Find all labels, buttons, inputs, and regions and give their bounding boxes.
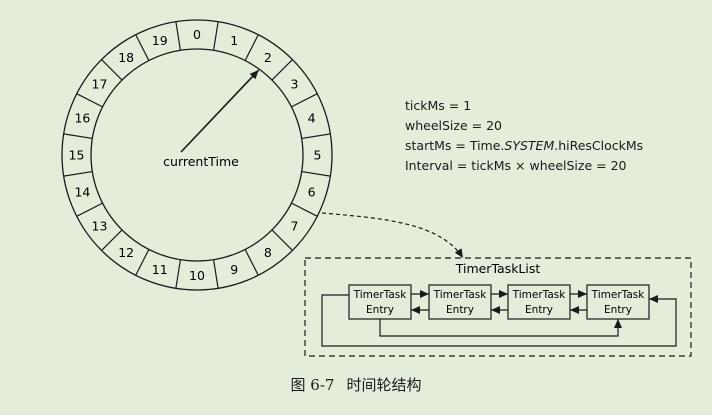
slot-label-5: 5	[314, 148, 322, 163]
slot-label-15: 15	[69, 148, 85, 163]
param-start-ms-suffix: .hiResClockMs	[554, 138, 644, 153]
task-entries: TimerTaskEntryTimerTaskEntryTimerTaskEnt…	[348, 284, 650, 320]
wrap-prev-arrow	[321, 294, 677, 347]
slot-divider	[101, 229, 123, 251]
slot-divider	[63, 170, 93, 177]
slot-label-19: 19	[152, 33, 168, 48]
wrap-next-arrow	[379, 319, 622, 337]
entry-label: Entry	[525, 304, 553, 316]
slot-divider	[291, 202, 318, 217]
slot-divider	[63, 133, 93, 140]
slot-label-16: 16	[74, 110, 90, 125]
timer-task-list: TimerTaskList TimerTaskEntryTimerTaskEnt…	[304, 257, 692, 357]
figure-title: 时间轮结构	[346, 376, 422, 394]
entry-label: TimerTask	[433, 289, 488, 301]
slot-label-12: 12	[118, 245, 134, 260]
slot-label-7: 7	[291, 218, 299, 233]
slot-dividers	[63, 21, 331, 289]
entry-label: Entry	[366, 304, 394, 316]
current-time-pointer	[180, 69, 260, 153]
entry-label: TimerTask	[512, 289, 567, 301]
slot-to-list-arrow	[321, 212, 464, 259]
entry-box	[428, 284, 492, 320]
slot-divider	[76, 202, 103, 217]
param-start-ms-system: SYSTEM	[504, 138, 555, 153]
slot-divider	[76, 93, 103, 108]
slot-label-13: 13	[92, 218, 108, 233]
param-tick-ms: tickMs = 1	[405, 98, 472, 113]
param-interval: Interval = tickMs × wheelSize = 20	[405, 158, 627, 173]
slot-divider	[101, 59, 123, 81]
entry-label: TimerTask	[353, 289, 408, 301]
slot-label-17: 17	[92, 77, 108, 92]
entry-label: Entry	[604, 304, 632, 316]
slot-divider	[271, 59, 293, 81]
slot-divider	[291, 93, 318, 108]
slot-label-3: 3	[291, 77, 299, 92]
slot-label-18: 18	[118, 50, 134, 65]
param-start-ms-prefix: startMs = Time.	[405, 138, 505, 153]
slot-divider	[212, 259, 219, 289]
slot-divider	[212, 21, 219, 51]
slot-divider	[244, 34, 259, 61]
slot-divider	[135, 249, 150, 276]
slot-label-1: 1	[230, 33, 238, 48]
entry-links	[321, 290, 677, 347]
wheel-outer-ring	[61, 19, 333, 291]
param-wheel-size: wheelSize = 20	[405, 118, 502, 133]
task-list-container	[304, 257, 692, 357]
slot-label-11: 11	[152, 262, 168, 277]
slot-divider	[301, 133, 331, 140]
current-time-label: currentTime	[163, 154, 239, 169]
slot-divider	[244, 249, 259, 276]
wheel-inner-ring	[90, 48, 304, 262]
figure-caption: 图 6-7 时间轮结构	[0, 374, 712, 395]
slot-label-9: 9	[230, 262, 238, 277]
entry-box	[507, 284, 571, 320]
slot-label-14: 14	[74, 185, 90, 200]
slot-label-8: 8	[264, 245, 272, 260]
slot-label-2: 2	[264, 50, 272, 65]
slot-label-6: 6	[308, 185, 316, 200]
slot-label-10: 10	[189, 268, 205, 283]
slot-divider	[135, 34, 150, 61]
task-list-title: TimerTaskList	[455, 261, 541, 276]
slot-divider	[175, 259, 182, 289]
slot-divider	[271, 229, 293, 251]
slot-divider	[301, 170, 331, 177]
slot-label-4: 4	[308, 110, 316, 125]
figure-number: 图 6-7	[290, 376, 335, 394]
slot-label-0: 0	[193, 27, 201, 42]
entry-label: Entry	[446, 304, 474, 316]
slot-divider	[175, 21, 182, 51]
param-start-ms: startMs = Time.SYSTEM.hiResClockMs	[405, 136, 643, 156]
entry-label: TimerTask	[591, 289, 646, 301]
